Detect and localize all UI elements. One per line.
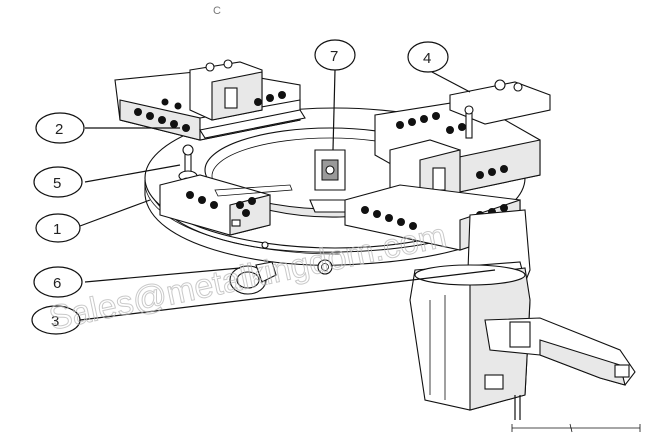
callout-1: 1	[35, 213, 81, 243]
scale-bar	[511, 423, 641, 433]
callout-7-label: 7	[330, 48, 338, 65]
top-letter: C	[213, 5, 221, 17]
center-support	[309, 149, 351, 213]
callout-5: 5	[33, 166, 83, 198]
callout-7: 7	[314, 39, 356, 71]
callout-3-label: 3	[51, 313, 59, 330]
adjusting-bolt	[229, 261, 277, 295]
callout-3: 3	[31, 305, 81, 335]
callout-5-label: 5	[53, 175, 61, 192]
callout-2: 2	[35, 112, 85, 144]
clamp-block-left	[159, 174, 293, 236]
callout-4: 4	[407, 41, 449, 73]
callout-4-label: 4	[423, 50, 431, 67]
callout-6: 6	[33, 266, 83, 298]
tool-holder-right	[374, 79, 551, 206]
callout-6-label: 6	[53, 275, 61, 292]
callout-1-label: 1	[53, 221, 61, 238]
leader-lines	[79, 69, 496, 321]
motor-handle	[484, 317, 636, 386]
callout-2-label: 2	[55, 121, 63, 138]
tool-holder-left	[114, 59, 306, 141]
